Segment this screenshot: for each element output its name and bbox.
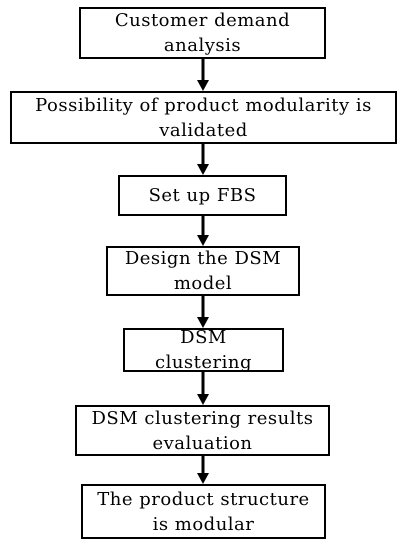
arrow-4	[197, 296, 209, 328]
arrow-6	[197, 456, 209, 484]
step-label: Set up FBS	[148, 185, 257, 206]
step-label: Customer demand analysis	[114, 10, 291, 56]
step-dsm-clustering: DSM clustering	[123, 327, 284, 373]
step-label: The product structure is modular	[97, 488, 310, 535]
arrow-5	[197, 372, 209, 405]
step-set-up-fbs: Set up FBS	[118, 175, 287, 216]
step-label: DSM clustering	[154, 327, 253, 373]
step-design-dsm-model: Design the DSM model	[106, 246, 300, 296]
arrow-2	[197, 144, 209, 175]
step-modularity-validated: Possibility of product modularity is val…	[10, 91, 397, 144]
step-label: DSM clustering results evaluation	[91, 407, 314, 454]
arrow-1	[197, 59, 209, 91]
step-label: Design the DSM model	[124, 248, 282, 294]
arrow-3	[197, 216, 209, 246]
step-product-structure-modular: The product structure is modular	[81, 484, 326, 539]
step-label: Possibility of product modularity is val…	[35, 94, 372, 141]
step-clustering-results-evaluation: DSM clustering results evaluation	[75, 405, 330, 456]
step-customer-demand-analysis: Customer demand analysis	[79, 7, 326, 59]
